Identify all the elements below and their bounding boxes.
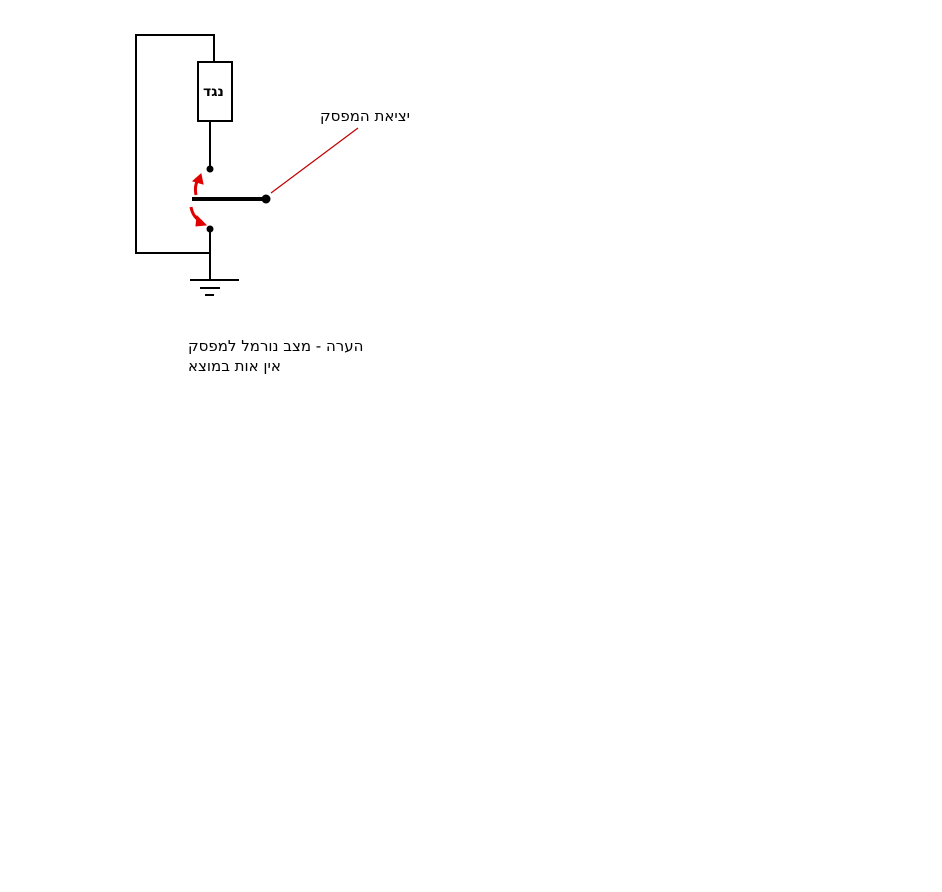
switch-output-label: יציאת המפסק <box>320 107 410 125</box>
arrow-down-icon <box>189 206 208 227</box>
output-pointer-line <box>270 127 359 194</box>
upper-contact-dot <box>206 165 214 173</box>
switch-output-dot <box>261 194 271 204</box>
arrow-up-icon <box>191 173 204 196</box>
note-line-1: הערה - מצב נורמל למפסק <box>188 337 364 355</box>
lower-contact-dot <box>206 225 214 233</box>
note-line-2: אין אות במוצא <box>188 357 281 375</box>
wire-top-loop <box>135 34 215 254</box>
resistor <box>197 61 233 122</box>
resistor-label: נגד <box>203 84 224 100</box>
